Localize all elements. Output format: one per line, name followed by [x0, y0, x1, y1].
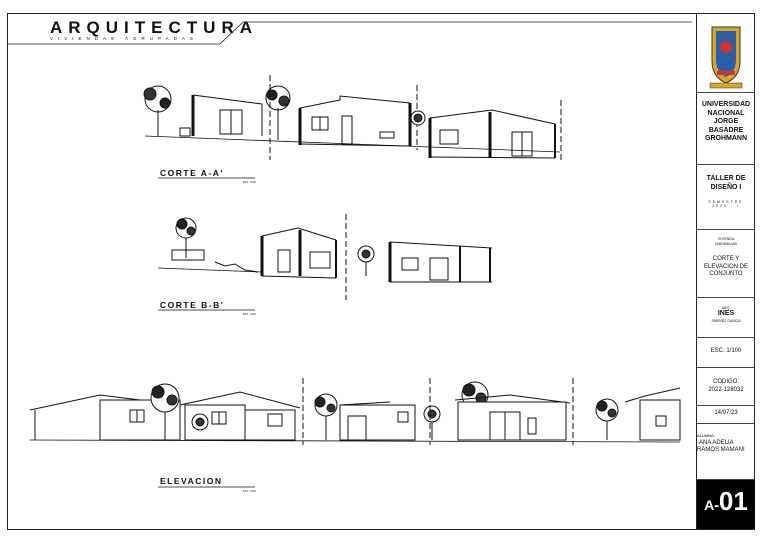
teacher-name: INES [717, 310, 735, 317]
teacher-prefix: ARQ. [721, 306, 731, 310]
tree-icon [595, 398, 619, 440]
section-bb-drawing [157, 214, 493, 300]
section-aa-drawing [143, 75, 562, 160]
drawing-sheet-border [7, 13, 755, 530]
section-aa-label: CORTE A-A' [160, 168, 224, 178]
code-label: CODIGO: [712, 379, 739, 385]
tree-icon [191, 413, 209, 431]
elevation-scale: ESC. 1/100 [243, 490, 256, 493]
section-bb-label: CORTE B-B' [160, 300, 225, 310]
sheet-title: ARQUITECTURA [50, 18, 258, 37]
university-logo [709, 26, 743, 89]
tree-icon [410, 110, 426, 126]
student-label: ALUMNA: [697, 433, 715, 438]
code-cell: CODIGO: 2022-128032 [697, 368, 755, 406]
student-cell: ALUMNA: -ANA ADELIA RAMOS MAMANI [697, 424, 755, 480]
tree-icon [423, 405, 441, 440]
logo-cell [697, 13, 755, 93]
course-cell: TALLER DE DISEÑO I SEMESTRE 2023 - I [697, 165, 755, 230]
course-title: TALLER DE DISEÑO I [706, 175, 746, 191]
sheet-subtitle: VIVIENDAS AGRUPADAS [50, 36, 198, 41]
project-type: VIVIENDA UNIFAMILIAR [715, 237, 737, 246]
tree-icon [150, 383, 180, 440]
tree-icon [143, 85, 172, 136]
scale-value: ESC. 1/100 [697, 338, 755, 368]
tree-icon [314, 393, 338, 440]
teacher-surname: JIMENEZ GARCIA [711, 319, 741, 323]
section-aa-scale: ESC. 1/100 [243, 181, 256, 184]
tree-icon [357, 245, 375, 276]
semester-label: SEMESTRE [708, 200, 744, 204]
header-frame [7, 21, 692, 45]
student-name-2: RAMOS MAMANI [697, 447, 745, 453]
elevation-drawing [29, 378, 681, 445]
tree-icon [175, 217, 197, 258]
teacher-cell: ARQ. INES JIMENEZ GARCIA [697, 298, 755, 338]
semester-value: 2023 - I [712, 204, 740, 208]
drawing-cell: VIVIENDA UNIFAMILIAR CORTE Y ELEVACION D… [697, 230, 755, 298]
code-value: 2022-128032 [708, 387, 744, 393]
student-name-1: -ANA ADELIA [697, 439, 734, 446]
sheet-number: A-01 [697, 480, 755, 529]
title-block: UNIVERSIDAD NACIONAL JORGE BASADRE GROHM… [696, 13, 755, 530]
university-name: UNIVERSIDAD NACIONAL JORGE BASADRE GROHM… [697, 93, 755, 165]
date-value: 14/07/23 [697, 406, 755, 424]
drawing-name: CORTE Y ELEVACION DE CONJUNTO [704, 256, 748, 277]
elevation-label: ELEVACION [160, 476, 223, 486]
section-bb-scale: ESC. 1/100 [243, 313, 256, 316]
